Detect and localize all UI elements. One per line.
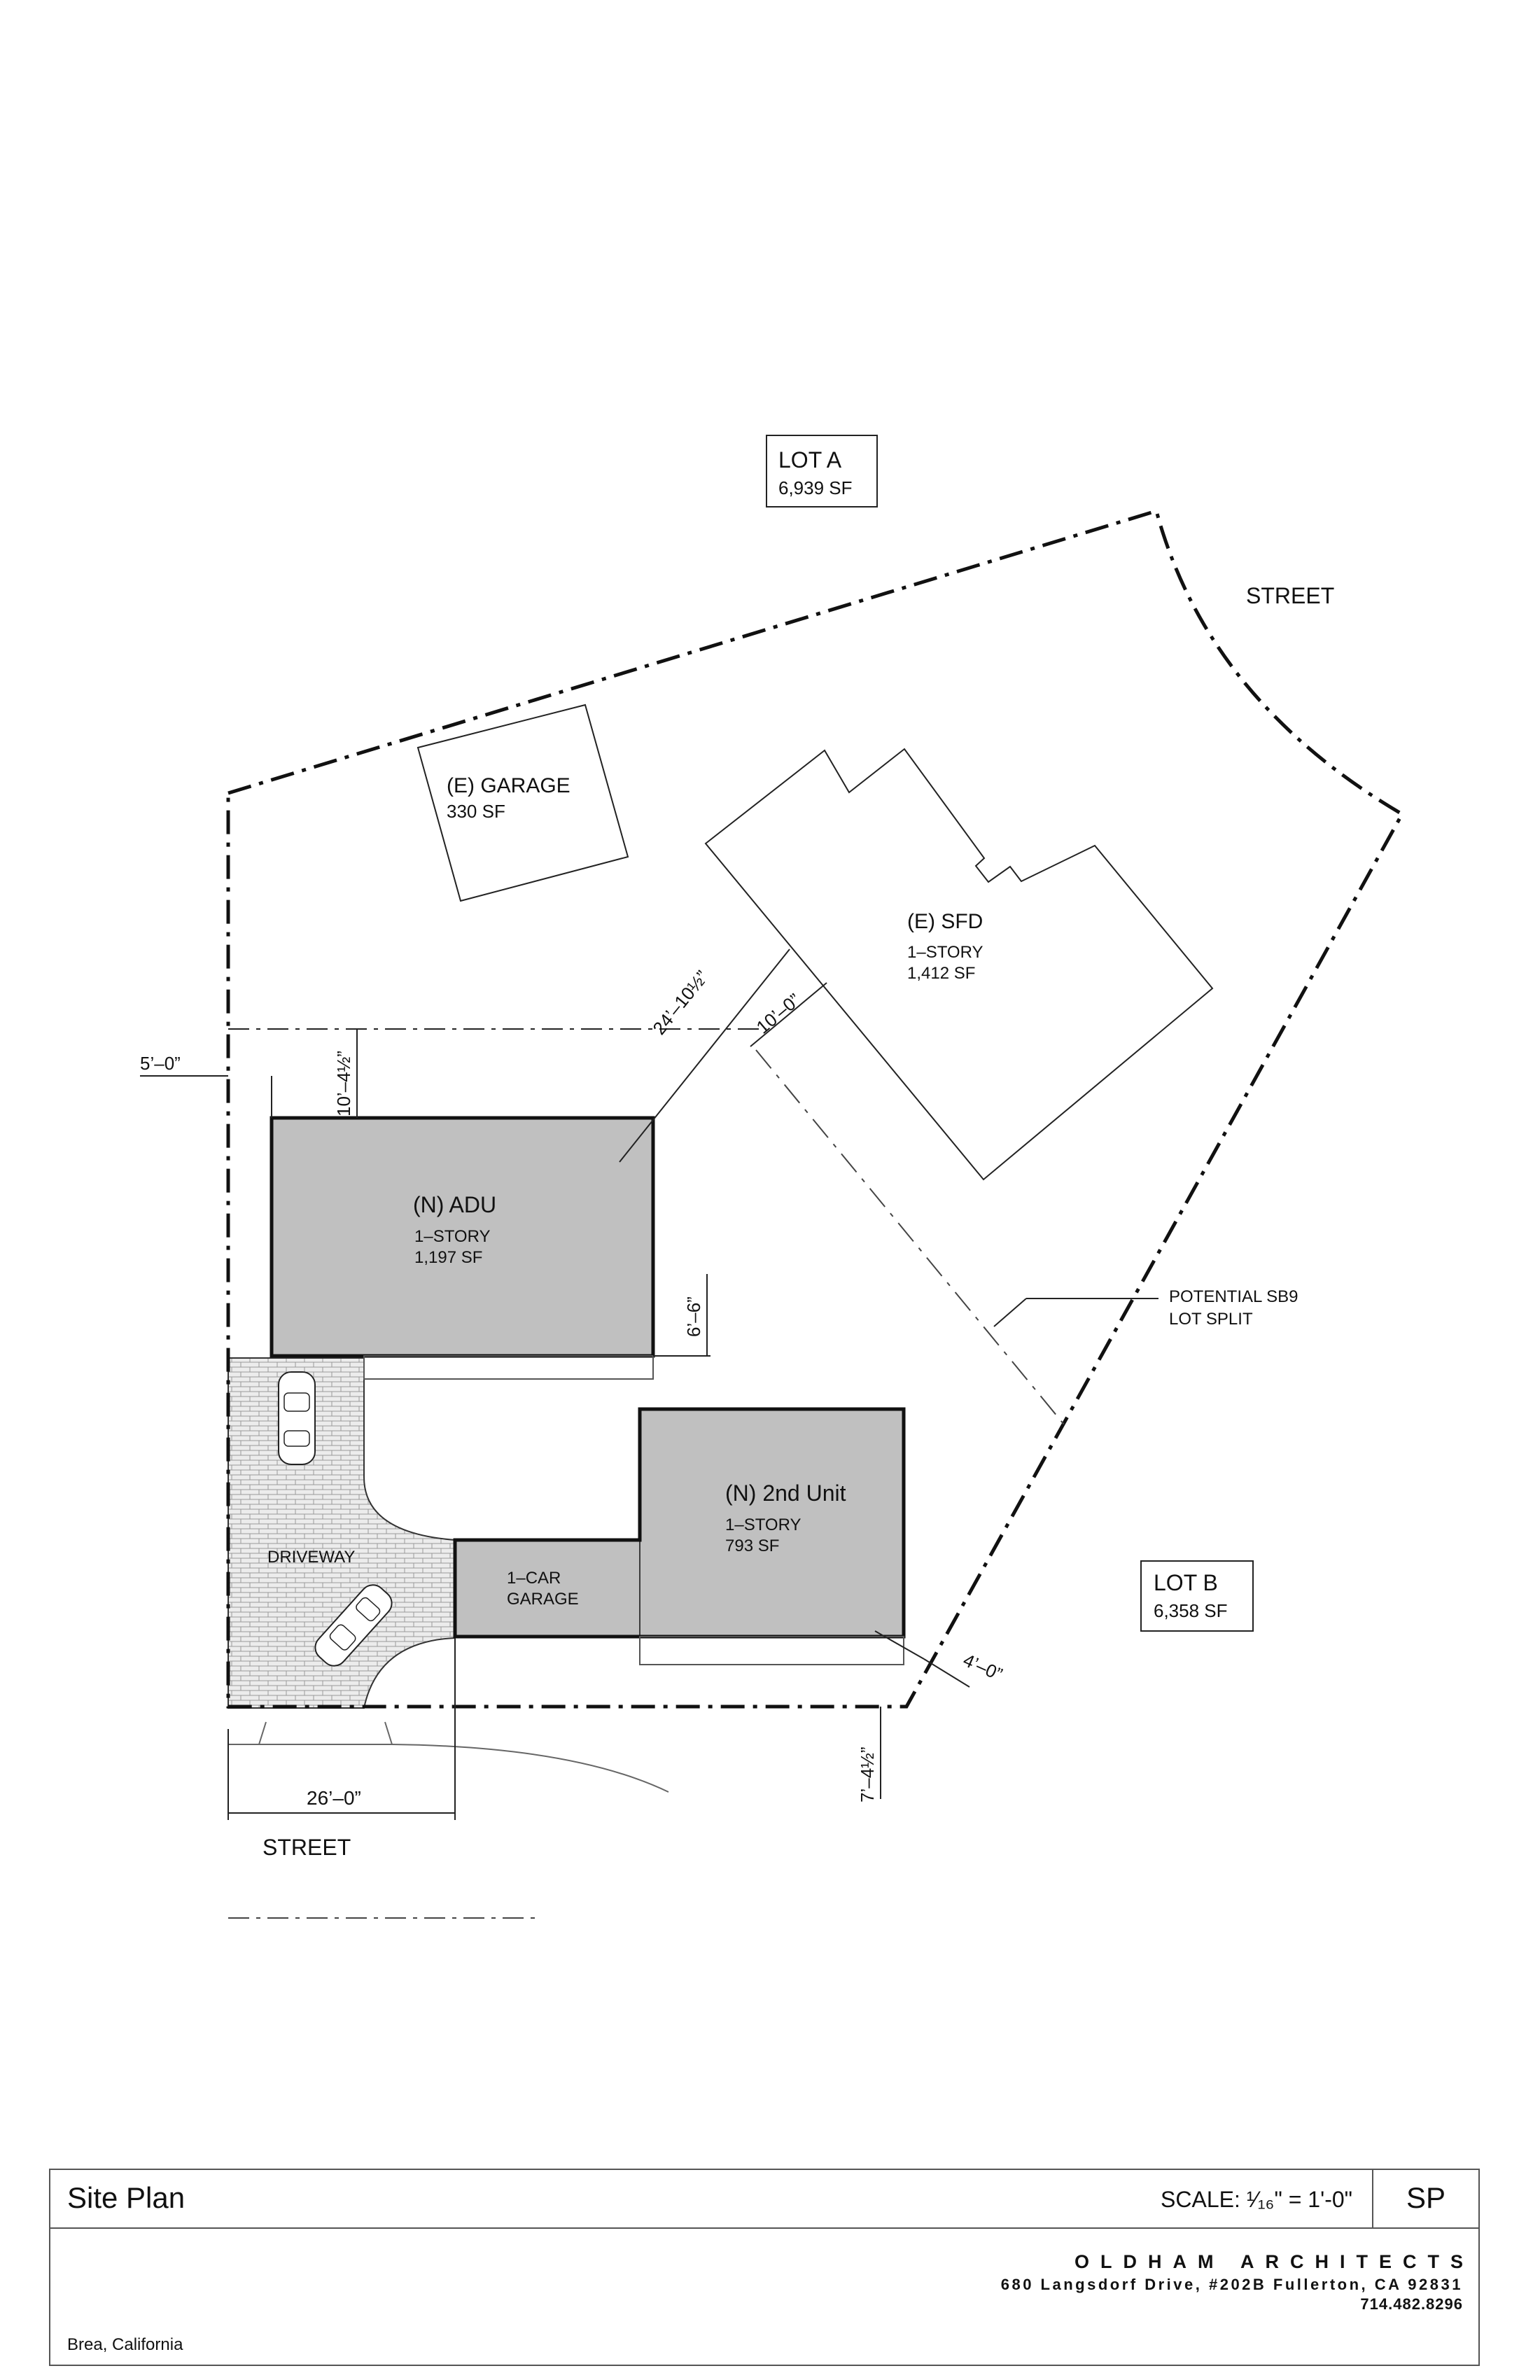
dim-label: 24’–10½” (648, 967, 713, 1039)
curb-tick (384, 1721, 393, 1745)
firm-name: OLDHAM ARCHITECTS (1074, 2251, 1474, 2272)
dim-line (750, 982, 827, 1047)
dim-line (923, 1658, 970, 1688)
scale-label: SCALE: ¹⁄₁₆" = 1'-0" (1161, 2187, 1352, 2212)
dim-label: 7’–4½” (857, 1747, 878, 1803)
title-block: Site Plan SCALE: ¹⁄₁₆" = 1'-0" SP Brea, … (49, 2169, 1480, 2366)
unit-name: (N) 2nd Unit (725, 1480, 846, 1506)
sheet-number-box: SP (1372, 2170, 1478, 2227)
project-location: Brea, California (67, 2335, 183, 2354)
lot-b-box (1140, 1560, 1254, 1632)
existing-garage-name: (E) GARAGE (447, 774, 570, 797)
lot-split-label: POTENTIAL SB9 (1169, 1287, 1298, 1306)
lot-b-name: LOT B (1154, 1570, 1218, 1595)
lot-split-leader (993, 1298, 1027, 1327)
lot-a-name: LOT A (778, 447, 842, 472)
existing-sfd-stories: 1–STORY (907, 943, 983, 962)
firm-info: OLDHAM ARCHITECTS 680 Langsdorf Drive, #… (1001, 2251, 1463, 2314)
lot-a-box (766, 435, 878, 507)
existing-sfd (704, 748, 1214, 1181)
car-icon (314, 1584, 393, 1667)
title-row: Site Plan SCALE: ¹⁄₁₆" = 1'-0" SP (50, 2170, 1478, 2229)
curb-tick (258, 1721, 267, 1745)
driveway-label: DRIVEWAY (267, 1548, 355, 1567)
dim-label: 5’–0” (140, 1053, 181, 1074)
existing-sfd-name: (E) SFD (907, 910, 983, 933)
lot-split-label: LOT SPLIT (1169, 1310, 1253, 1329)
firm-address: 680 Langsdorf Drive, #202B Fullerton, CA… (1000, 2276, 1463, 2293)
garage-label: GARAGE (507, 1590, 579, 1609)
dim-line (619, 948, 790, 1163)
lot-split-line (755, 1049, 1065, 1425)
unit-stories: 1–STORY (725, 1516, 802, 1534)
adu-stories: 1–STORY (414, 1227, 491, 1246)
existing-garage (416, 704, 629, 902)
dim-label: 6’–6” (683, 1296, 704, 1337)
sheet-number: SP (1406, 2181, 1446, 2214)
property-line (226, 508, 1405, 1709)
adu-name: (N) ADU (413, 1192, 496, 1217)
site-plan-drawing: LOT A 6,939 SF LOT B 6,358 SF STREET STR… (140, 435, 1405, 1919)
existing-garage-area: 330 SF (447, 801, 505, 822)
adu-area: 1,197 SF (414, 1248, 482, 1267)
street-label: STREET (1246, 583, 1334, 608)
dim-label: 10’–0” (752, 989, 805, 1037)
unit-area: 793 SF (725, 1536, 779, 1555)
garage-label: 1–CAR (507, 1569, 561, 1588)
sheet-title: Site Plan (67, 2181, 186, 2214)
unit-overhang (639, 1636, 904, 1665)
adu-overhang (363, 1355, 654, 1380)
dim-label: 26’–0” (307, 1787, 361, 1809)
dim-label: 10’–4½” (333, 1051, 354, 1116)
lot-a-area: 6,939 SF (778, 477, 853, 498)
dim-label: 4’–0” (960, 1649, 1006, 1685)
car-icon (278, 1371, 316, 1465)
existing-sfd-area: 1,412 SF (907, 964, 975, 983)
street-label: STREET (262, 1835, 351, 1860)
dim-line (874, 1630, 925, 1660)
lot-b-area: 6,358 SF (1154, 1600, 1228, 1621)
street-curb (228, 1744, 669, 1793)
firm-phone: 714.482.8296 (1360, 2295, 1463, 2313)
